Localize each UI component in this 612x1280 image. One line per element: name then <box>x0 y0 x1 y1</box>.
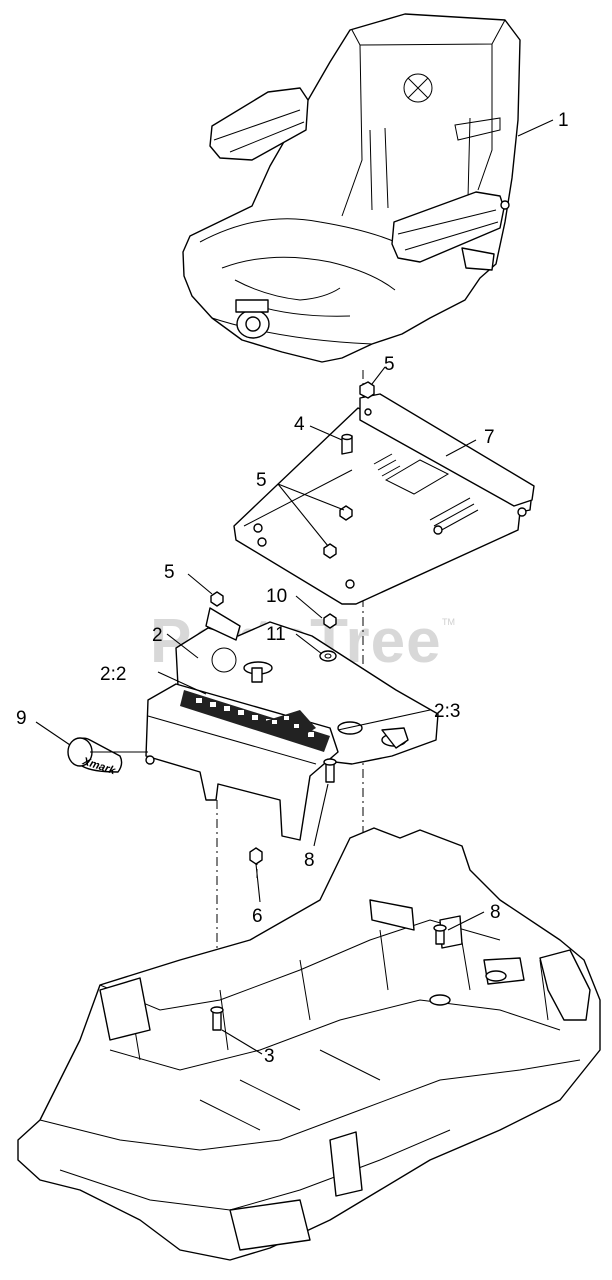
callout-7: 7 <box>484 427 495 448</box>
callout-6: 6 <box>252 906 263 927</box>
console-cover <box>145 683 339 865</box>
callout-8-left: 8 <box>304 850 315 871</box>
callout-labels: 1 5 4 7 5 5 10 11 2 2:2 2:3 9 8 6 8 3 <box>16 110 569 1067</box>
callout-2-2: 2:2 <box>100 664 126 685</box>
callout-1: 1 <box>558 110 569 131</box>
callout-9: 9 <box>16 708 27 729</box>
callout-5-top: 5 <box>384 354 395 375</box>
callout-5-middle: 5 <box>256 470 267 491</box>
mower-frame <box>17 827 601 1261</box>
seat-assembly <box>182 13 521 363</box>
leader-lines <box>35 119 554 1055</box>
callout-11: 11 <box>266 624 286 645</box>
callout-10: 10 <box>266 586 287 607</box>
callout-2-3: 2:3 <box>434 701 460 722</box>
callout-5-lower: 5 <box>164 562 175 583</box>
callout-4: 4 <box>294 414 305 435</box>
callout-2: 2 <box>152 625 163 646</box>
watermark-trademark: TM <box>442 617 455 627</box>
callout-8-right: 8 <box>490 902 501 923</box>
callout-3: 3 <box>264 1046 275 1067</box>
xmark-badge: Xmark <box>67 737 123 778</box>
seat-mount-plate <box>233 393 535 605</box>
